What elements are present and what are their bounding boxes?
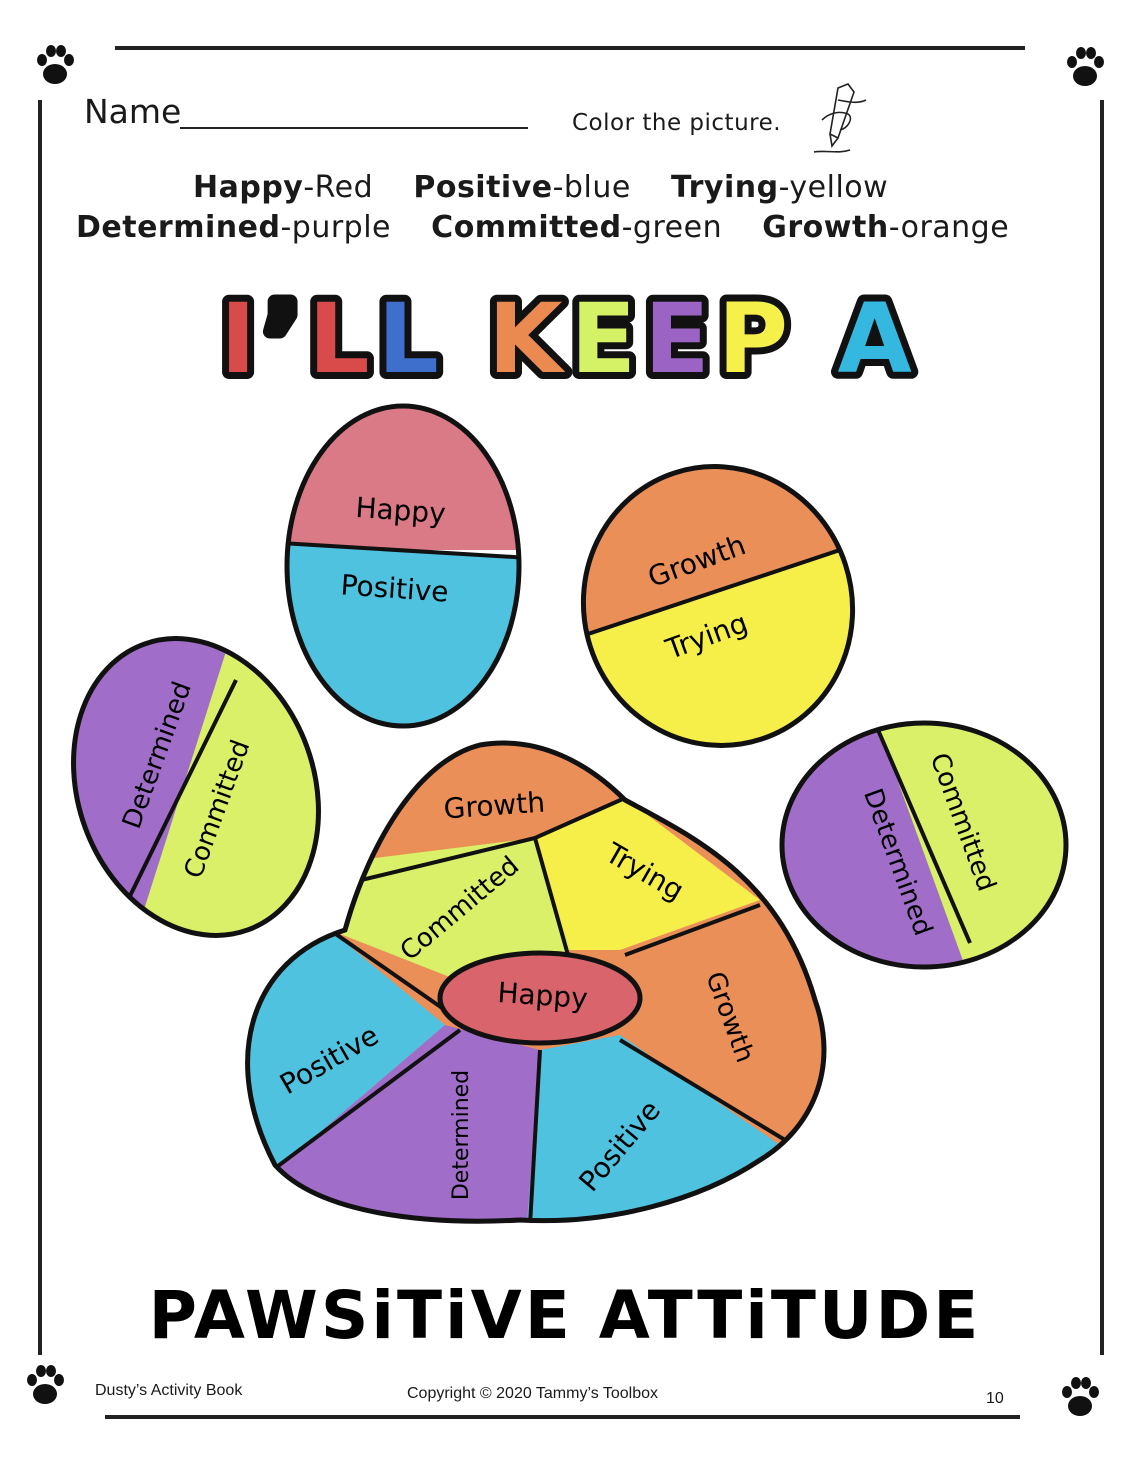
pad-label-center: Happy (496, 976, 588, 1015)
toe-4 (782, 723, 1066, 967)
toe-2 (569, 450, 871, 770)
paw-print-icon (37, 45, 74, 84)
color-key-trying: Trying-yellow (670, 170, 889, 205)
name-label: Name (84, 92, 182, 131)
footer-page-number: 10 (986, 1390, 1004, 1407)
toe-1-label-bottom: Positive (340, 568, 450, 608)
paw-print-icon (27, 1365, 64, 1404)
color-key-row-2: Determined-purple Committed-green Growth… (76, 210, 1009, 245)
title-top: I’LL KEEP A (220, 283, 920, 395)
pad-label-determined: Determined (449, 1070, 474, 1200)
title-bottom: PAWSiTiVE ATTiTUDE (149, 1277, 982, 1354)
pad-center (437, 950, 643, 1046)
footer-book: Dusty’s Activity Book (95, 1382, 243, 1399)
paw-print-icon (1067, 47, 1104, 86)
frame-bottom-border (105, 1415, 1020, 1419)
color-key-happy: Happy-Red (193, 170, 374, 205)
color-key-growth: Growth-orange (762, 210, 1010, 245)
footer-copyright: Copyright © 2020 Tammy’s Toolbox (407, 1385, 659, 1402)
color-key-row-1: Happy-Red Positive-blue Trying-yellow (193, 170, 888, 205)
frame-right-border (1100, 100, 1104, 1355)
paw-print-icon (1062, 1377, 1099, 1416)
color-key-positive: Positive-blue (413, 170, 631, 205)
name-blank-line[interactable] (180, 127, 528, 129)
instruction-text: Color the picture. (572, 110, 782, 136)
toe-1-label-top: Happy (354, 491, 446, 530)
frame-top-border (115, 46, 1025, 50)
hand-coloring-icon (813, 83, 867, 153)
frame-left-border (38, 100, 42, 1355)
color-key-committed: Committed-green (431, 210, 723, 245)
toe-1 (287, 406, 519, 726)
title-top-outline: I’LL KEEP A (220, 283, 920, 395)
color-key-determined: Determined-purple (76, 210, 392, 245)
pad-label-top: Growth (443, 786, 546, 826)
